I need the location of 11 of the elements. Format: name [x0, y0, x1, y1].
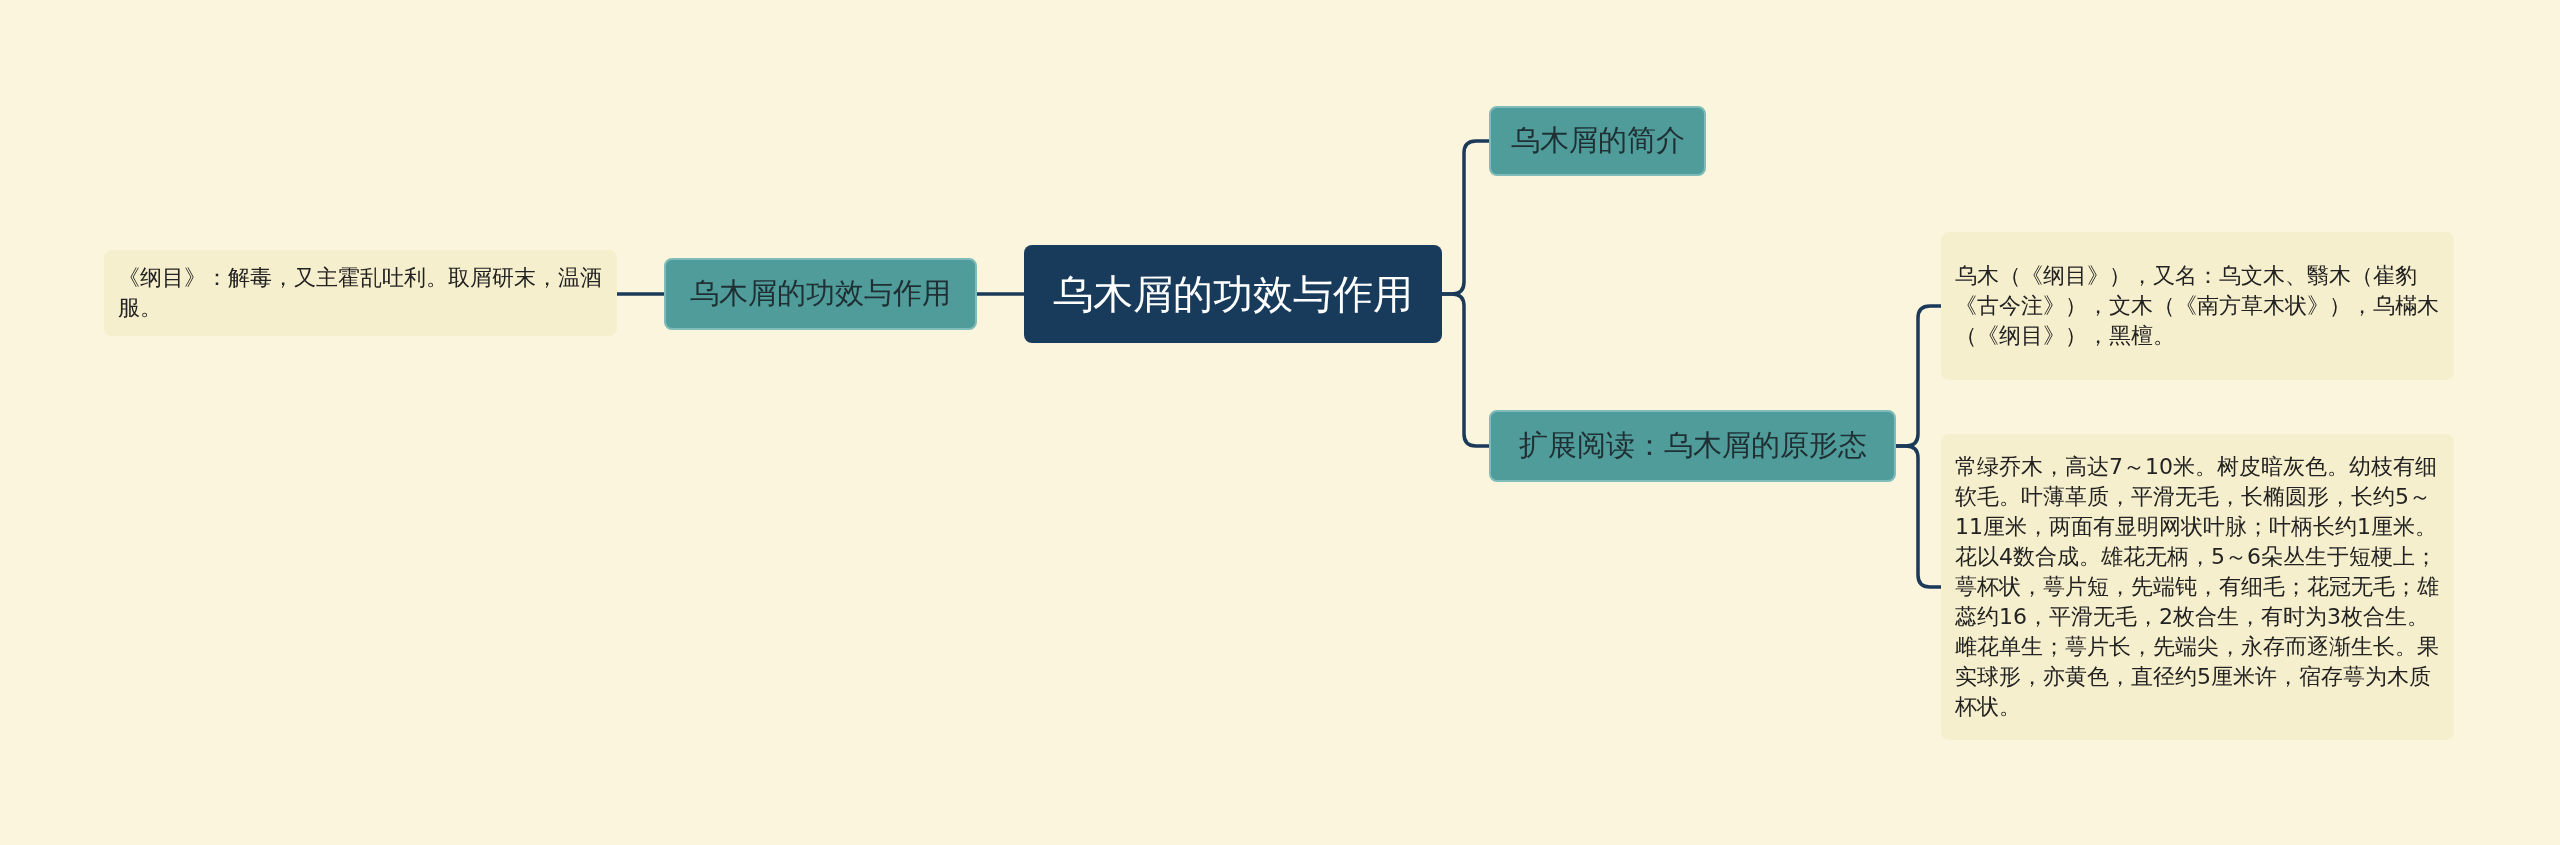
note-box: 常绿乔木，高达7～10米。树皮暗灰色。幼枝有细软毛。叶薄革质，平滑无毛，长椭圆形，长约5～11厘米，两面有显明网状叶脉；叶柄长约1厘米。花以4数合成。雄花无柄，5～6朵丛生于短梗上；萼杯状，萼片短，先端钝，有细毛；花冠无毛；雄蕊约16，平滑无毛，2枚合生，有时为3枚合生。雌花单生；萼片长，先端尖，永存而逐渐生长。果实球形，亦黄色，直径约5厘米许，宿存萼为木质杯状。	[1941, 434, 2454, 740]
topic-box: 乌木屑的功效与作用	[664, 258, 977, 330]
note-box: 乌木（《纲目》），又名：乌文木、翳木（崔豹《古今注》），文木（《南方草木状》），乌樠木（《纲目》），黑檀。	[1941, 232, 2454, 380]
topic-box: 乌木屑的简介	[1489, 106, 1706, 176]
note-box: 《纲目》：解毒，又主霍乱吐利。取屑研末，温酒服。	[104, 250, 617, 336]
central-topic-box: 乌木屑的功效与作用	[1024, 245, 1442, 343]
connector-line	[1442, 292, 1489, 448]
connector-line	[977, 292, 1024, 296]
connector-line	[617, 292, 664, 296]
connector-line	[1896, 444, 1941, 589]
topic-box: 扩展阅读：乌木屑的原形态	[1489, 410, 1896, 482]
